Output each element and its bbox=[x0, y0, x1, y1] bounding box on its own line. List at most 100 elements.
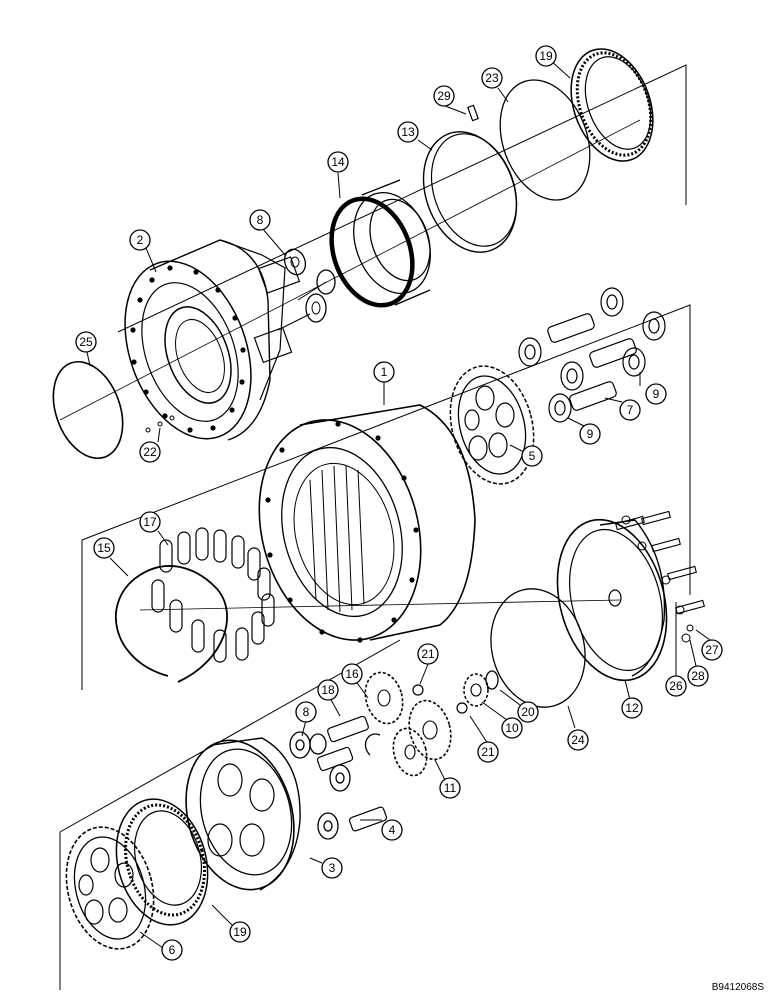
svg-text:18: 18 bbox=[321, 683, 335, 697]
pins-17 bbox=[151, 527, 275, 663]
bearing-shaft-top bbox=[277, 269, 336, 331]
callout-13: 13 bbox=[397, 121, 419, 143]
bottom-panel-parts bbox=[65, 670, 499, 950]
svg-text:20: 20 bbox=[521, 705, 535, 719]
callout-20: 20 bbox=[517, 701, 539, 723]
callout-24: 24 bbox=[567, 729, 589, 751]
svg-text:21: 21 bbox=[481, 745, 495, 759]
svg-text:6: 6 bbox=[169, 943, 176, 957]
carrier-3 bbox=[185, 737, 301, 891]
callout-5: 5 bbox=[521, 445, 543, 467]
callout-7: 7 bbox=[619, 399, 641, 421]
callout-11: 11 bbox=[439, 777, 461, 799]
callout-17: 17 bbox=[139, 511, 161, 533]
svg-text:2: 2 bbox=[137, 233, 144, 247]
middle-panel-parts bbox=[115, 287, 705, 708]
callout-26: 26 bbox=[665, 675, 687, 697]
svg-text:22: 22 bbox=[143, 445, 157, 459]
callout-21-top: 21 bbox=[417, 643, 439, 665]
svg-text:17: 17 bbox=[143, 515, 157, 529]
ring-21-a bbox=[412, 684, 424, 696]
svg-text:16: 16 bbox=[345, 667, 359, 681]
carrier-5 bbox=[449, 365, 535, 485]
svg-text:21: 21 bbox=[421, 647, 435, 661]
snap-ring-15 bbox=[115, 565, 228, 683]
svg-text:25: 25 bbox=[79, 335, 93, 349]
gear-cluster bbox=[364, 727, 428, 777]
callout-16: 16 bbox=[341, 663, 363, 685]
bearing-19-bottom bbox=[115, 798, 209, 926]
svg-text:13: 13 bbox=[401, 125, 415, 139]
callout-29: 29 bbox=[433, 85, 455, 107]
callout-8-bottom: 8 bbox=[295, 701, 317, 723]
callouts: 1 2 3 4 5 6 7 8 8 9 9 10 11 12 13 14 15 … bbox=[75, 45, 723, 961]
hub-housing-2 bbox=[124, 239, 301, 441]
callout-15: 15 bbox=[93, 537, 115, 559]
o-ring-25 bbox=[52, 360, 124, 460]
callout-6: 6 bbox=[161, 939, 183, 961]
callout-25: 25 bbox=[75, 331, 97, 353]
callout-21-bottom: 21 bbox=[477, 741, 499, 763]
top-panel-parts bbox=[52, 48, 654, 460]
carrier-6 bbox=[65, 826, 155, 950]
svg-text:29: 29 bbox=[437, 89, 451, 103]
svg-text:5: 5 bbox=[529, 449, 536, 463]
callout-1: 1 bbox=[373, 361, 395, 383]
callout-9-left: 9 bbox=[579, 423, 601, 445]
callout-18: 18 bbox=[317, 679, 339, 701]
pins-22 bbox=[145, 415, 175, 433]
leader-lines bbox=[86, 59, 711, 949]
callout-14: 14 bbox=[327, 151, 349, 173]
callout-19-top: 19 bbox=[535, 45, 557, 67]
shafts-and-bearings bbox=[518, 287, 666, 423]
svg-text:26: 26 bbox=[669, 679, 683, 693]
svg-text:9: 9 bbox=[653, 387, 660, 401]
bolts-26 bbox=[615, 510, 705, 615]
gear-11 bbox=[408, 699, 452, 761]
svg-text:8: 8 bbox=[303, 705, 310, 719]
bearing-8-top bbox=[283, 248, 307, 276]
bearing-8-bottom bbox=[289, 731, 351, 840]
bearing-19-top bbox=[570, 48, 654, 162]
callout-22: 22 bbox=[139, 441, 161, 463]
pin-29 bbox=[467, 104, 479, 122]
svg-text:19: 19 bbox=[539, 49, 553, 63]
svg-text:28: 28 bbox=[691, 669, 705, 683]
callout-10: 10 bbox=[501, 717, 523, 739]
svg-text:19: 19 bbox=[233, 925, 247, 939]
shafts-4 bbox=[316, 715, 388, 832]
svg-text:14: 14 bbox=[331, 155, 345, 169]
svg-text:8: 8 bbox=[257, 213, 264, 227]
svg-text:27: 27 bbox=[705, 643, 719, 657]
svg-text:12: 12 bbox=[625, 701, 639, 715]
shim-24 bbox=[490, 588, 586, 708]
callout-8-top: 8 bbox=[249, 209, 271, 231]
svg-text:3: 3 bbox=[329, 861, 336, 875]
callout-12: 12 bbox=[621, 697, 643, 719]
svg-text:9: 9 bbox=[587, 427, 594, 441]
ring-gear-drum-1 bbox=[258, 404, 476, 643]
callout-27: 27 bbox=[701, 639, 723, 661]
callout-4: 4 bbox=[381, 819, 403, 841]
svg-text:11: 11 bbox=[444, 781, 457, 795]
callout-9-right: 9 bbox=[645, 383, 667, 405]
svg-text:10: 10 bbox=[505, 721, 519, 735]
seal-14 bbox=[329, 179, 431, 308]
washers-27-28 bbox=[621, 515, 694, 643]
svg-text:1: 1 bbox=[381, 365, 388, 379]
svg-text:15: 15 bbox=[97, 541, 111, 555]
svg-text:23: 23 bbox=[485, 71, 499, 85]
callout-3: 3 bbox=[321, 857, 343, 879]
svg-text:7: 7 bbox=[627, 403, 634, 417]
drawing-id: B9412068S bbox=[712, 982, 765, 993]
gear-16 bbox=[364, 671, 404, 725]
callout-19-bottom: 19 bbox=[229, 921, 251, 943]
callout-2: 2 bbox=[129, 229, 151, 251]
cover-12 bbox=[556, 518, 668, 682]
ring-21-b bbox=[456, 702, 468, 714]
callout-28: 28 bbox=[687, 665, 709, 687]
shim-23 bbox=[499, 79, 591, 201]
callout-23: 23 bbox=[481, 67, 503, 89]
sun-gear-10 bbox=[463, 670, 499, 707]
